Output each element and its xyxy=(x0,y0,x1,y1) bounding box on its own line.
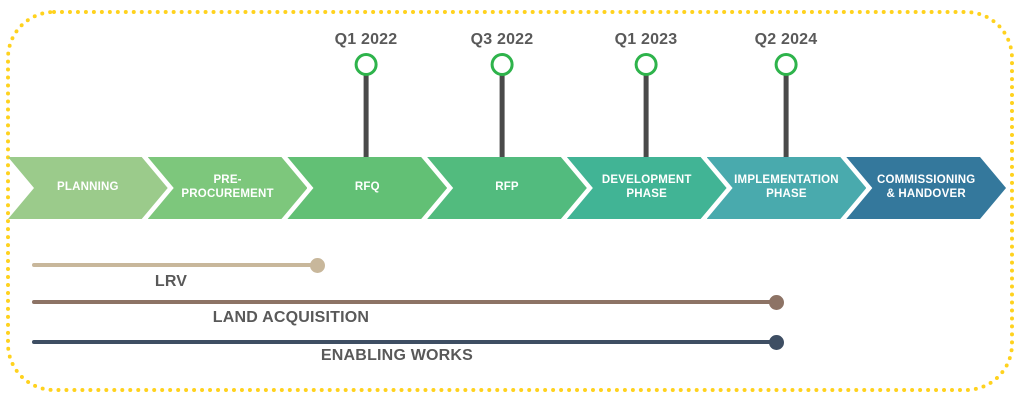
phase-label: RFP xyxy=(495,181,519,194)
milestone-label: Q2 2024 xyxy=(754,31,818,48)
milestone-label: Q1 2023 xyxy=(614,31,678,48)
milestone-q2-2024: Q2 2024 xyxy=(755,31,818,158)
workstream-enabling-works-label: ENABLING WORKS xyxy=(320,347,474,364)
milestone-label: Q3 2022 xyxy=(470,31,534,48)
milestone-circle-icon xyxy=(774,53,798,76)
phase-label: RFQ xyxy=(354,181,380,194)
phase-label: IMPLEMENTATION PHASE xyxy=(734,174,839,200)
milestone-connector-line xyxy=(783,75,789,158)
phase-implementation: IMPLEMENTATION PHASE xyxy=(707,157,867,219)
milestone-connector-line xyxy=(499,75,505,158)
phase-development: DEVELOPMENT PHASE xyxy=(567,157,727,219)
workstream-land-acquisition-label: LAND ACQUISITION xyxy=(212,309,370,326)
milestone-label: Q1 2022 xyxy=(334,31,398,48)
milestone-connector-line xyxy=(643,75,649,158)
workstream-lrv-end-dot-icon xyxy=(310,258,325,273)
milestone-q1-2023: Q1 2023 xyxy=(615,31,678,158)
workstream-enabling-works-end-dot-icon xyxy=(769,335,784,350)
workstream-land-acquisition-bar xyxy=(32,300,777,304)
workstream-lrv-label: LRV xyxy=(154,273,188,290)
phase-rfp: RFP xyxy=(427,157,587,219)
phase-planning: PLANNING xyxy=(8,157,168,219)
milestone-q1-2022: Q1 2022 xyxy=(335,31,398,158)
workstream-land-acquisition-end-dot-icon xyxy=(769,295,784,310)
milestone-circle-icon xyxy=(634,53,658,76)
workstream-lrv-bar xyxy=(32,263,318,267)
milestone-q3-2022: Q3 2022 xyxy=(471,31,534,158)
milestone-circle-icon xyxy=(490,53,514,76)
phase-label: PLANNING xyxy=(57,181,119,194)
workstream-enabling-works-bar xyxy=(32,340,777,344)
phase-commissioning-handover: COMMISSIONING & HANDOVER xyxy=(846,157,1006,219)
phase-label: COMMISSIONING & HANDOVER xyxy=(876,174,976,200)
milestone-connector-line xyxy=(363,75,369,158)
phase-label: DEVELOPMENT PHASE xyxy=(601,174,692,200)
phase-label: PRE-PROCUREMENT xyxy=(181,174,274,200)
phase-band: PLANNING PRE-PROCUREMENT RFQ RFP DEVELOP… xyxy=(8,157,1006,219)
milestone-circle-icon xyxy=(354,53,378,76)
phase-pre-procurement: PRE-PROCUREMENT xyxy=(148,157,308,219)
phase-rfq: RFQ xyxy=(287,157,447,219)
